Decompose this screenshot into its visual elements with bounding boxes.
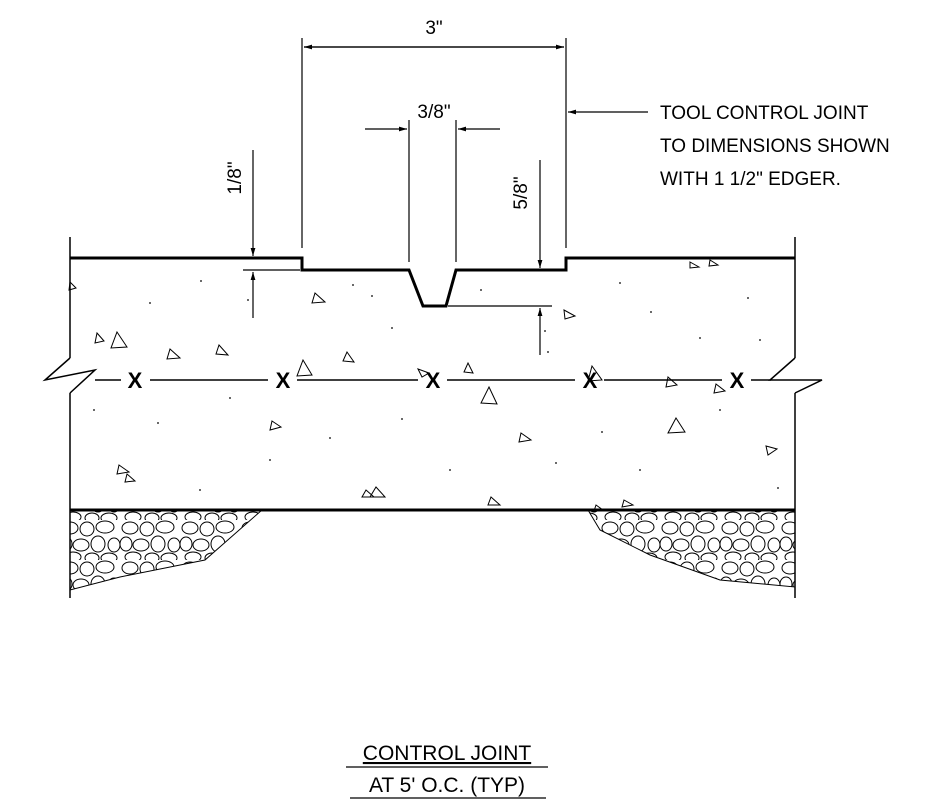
break-line-right [768, 357, 823, 394]
groove-depth-label: 5/8" [511, 176, 532, 209]
rebar-mark: X [730, 368, 745, 393]
break-line-left [42, 357, 98, 394]
gravel-base [69, 509, 796, 591]
step-depth-dimension [243, 150, 300, 318]
note-line-2: TO DIMENSIONS SHOWN [660, 136, 890, 157]
title-line-1: CONTROL JOINT [363, 742, 532, 765]
joint-width-dimension [301, 38, 567, 248]
reinforcement-marks: X X X X X [128, 368, 745, 393]
groove-width-dimension [365, 120, 500, 262]
rebar-mark: X [276, 368, 291, 393]
rebar-mark: X [426, 368, 441, 393]
groove-width-label: 3/8" [417, 102, 450, 123]
concrete-aggregate [68, 259, 779, 512]
rebar-mark: X [128, 368, 143, 393]
note-line-1: TOOL CONTROL JOINT [660, 103, 869, 124]
concrete-sand-dots [93, 280, 779, 491]
groove-depth-dimension [448, 160, 552, 355]
joint-width-label: 3" [425, 18, 442, 39]
step-depth-label: 1/8" [225, 161, 246, 194]
detail-title: CONTROL JOINT AT 5' O.C. (TYP) [346, 742, 548, 799]
rebar-mark: X [583, 368, 598, 393]
title-line-2: AT 5' O.C. (TYP) [369, 774, 525, 797]
tooling-note: TOOL CONTROL JOINT TO DIMENSIONS SHOWN W… [660, 103, 890, 190]
slab-top-surface [70, 256, 795, 308]
note-line-3: WITH 1 1/2" EDGER. [660, 169, 841, 190]
concrete-slab [42, 237, 823, 598]
